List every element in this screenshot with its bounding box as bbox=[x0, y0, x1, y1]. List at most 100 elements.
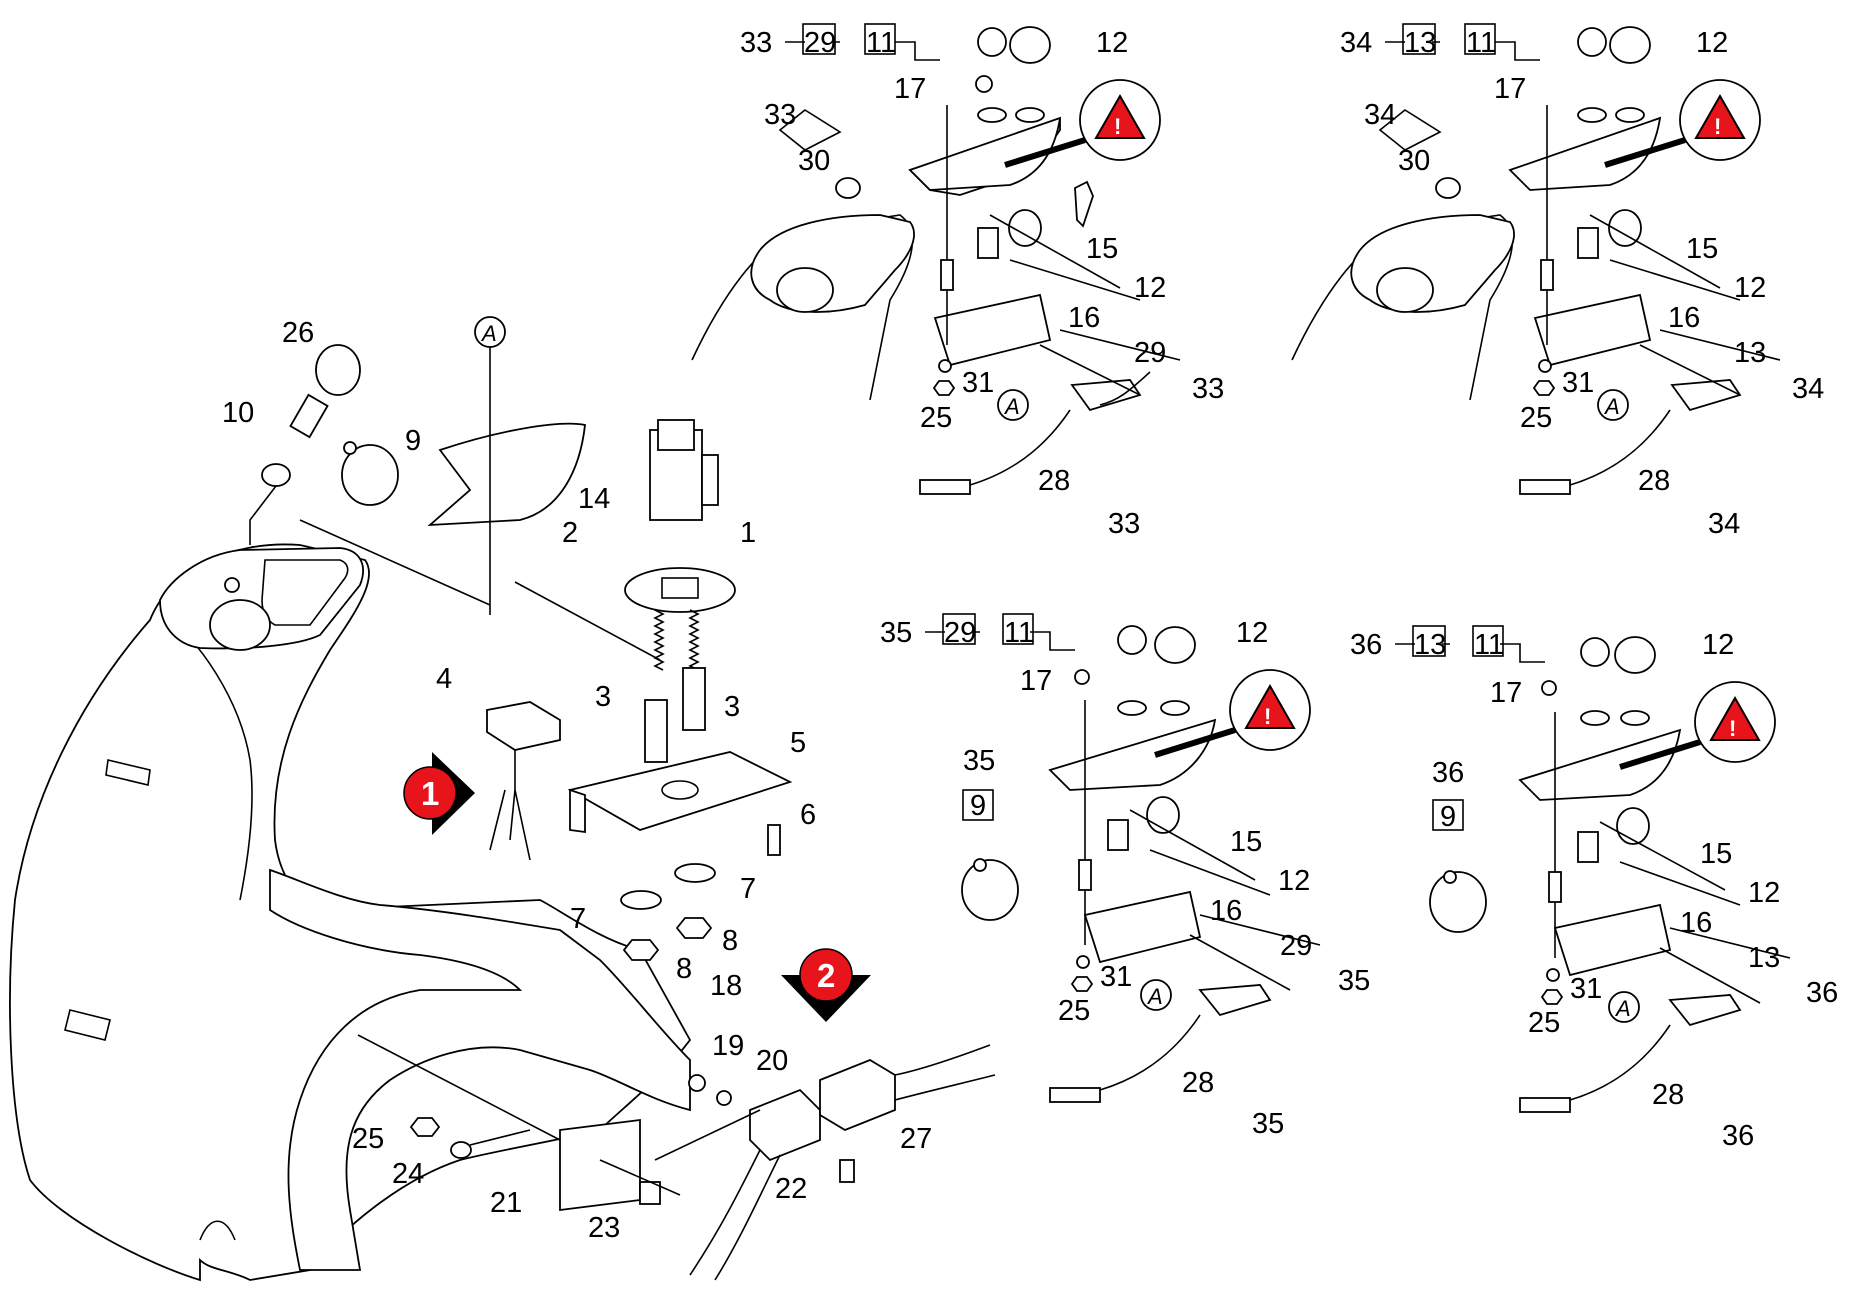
callout-3b: 3 bbox=[724, 691, 740, 723]
callout-2: 2 bbox=[562, 517, 578, 549]
svg-text:!: ! bbox=[1264, 704, 1271, 729]
label-35-29: 29 bbox=[1280, 930, 1312, 962]
label-35-25: 25 bbox=[1058, 995, 1090, 1027]
label-33-16: 16 bbox=[1068, 302, 1100, 334]
callout-21: 21 bbox=[490, 1187, 522, 1219]
label-33-31: 31 bbox=[962, 367, 994, 399]
dash-round-socket bbox=[209, 599, 271, 651]
washer-24 bbox=[450, 1141, 472, 1159]
chain-34-0: 34 bbox=[1340, 27, 1372, 59]
dash-small-hole bbox=[224, 577, 240, 593]
label-35-12b: 12 bbox=[1278, 865, 1310, 897]
label-36-25: 25 bbox=[1528, 1007, 1560, 1039]
washer-20 bbox=[716, 1090, 732, 1106]
callout-9: 9 bbox=[405, 425, 421, 457]
bracket-21 bbox=[559, 1118, 641, 1212]
leader-10-down bbox=[249, 485, 277, 545]
label-33-29: 29 bbox=[1134, 337, 1166, 369]
chain-36-1: 13 bbox=[1414, 629, 1446, 661]
nut-8a bbox=[622, 939, 660, 961]
label-35-12a: 12 bbox=[1236, 617, 1268, 649]
numbered-badge-icon bbox=[799, 948, 853, 1002]
label-35-17: 17 bbox=[1020, 665, 1052, 697]
switch-4-cable bbox=[509, 750, 516, 841]
bracket-5 bbox=[567, 751, 793, 831]
label-36-13: 13 bbox=[1748, 942, 1780, 974]
nut-19 bbox=[688, 1074, 706, 1092]
connector-27 bbox=[819, 1058, 896, 1132]
label-36-12b: 12 bbox=[1748, 877, 1780, 909]
callout-23: 23 bbox=[588, 1212, 620, 1244]
callout-20: 20 bbox=[756, 1045, 788, 1077]
spacer-3a bbox=[644, 699, 668, 763]
label-36-15: 15 bbox=[1700, 838, 1732, 870]
badge-2: 2 bbox=[781, 948, 871, 1022]
callout-8a: 8 bbox=[676, 953, 692, 985]
label-36-16: 16 bbox=[1680, 907, 1712, 939]
switch-1-top bbox=[657, 419, 695, 451]
callout-19: 19 bbox=[712, 1030, 744, 1062]
chain-36-0: 36 bbox=[1350, 629, 1382, 661]
switch-10 bbox=[289, 393, 329, 439]
label-36-36: 36 bbox=[1432, 757, 1464, 789]
callout-7b: 7 bbox=[740, 873, 756, 905]
chain-35-1: 29 bbox=[944, 617, 976, 649]
chain-33-2: 11 bbox=[866, 27, 896, 59]
label-34-30: 30 bbox=[1398, 145, 1430, 177]
warning-triangle-icon bbox=[1244, 683, 1296, 729]
cable-22 bbox=[689, 1149, 781, 1281]
detail-36: ! 36 13 11 12 17 36 9 15 12 16 13 36 31 … bbox=[1350, 625, 1838, 1152]
detail-33: ! 33 29 11 12 17 33 30 15 12 16 29 33 31… bbox=[691, 23, 1224, 540]
svg-text:!: ! bbox=[1714, 114, 1721, 139]
assembly-leaders bbox=[357, 1034, 761, 1196]
leader-plate-housing bbox=[299, 519, 491, 606]
label-33-15: 15 bbox=[1086, 233, 1118, 265]
badge-1: 1 bbox=[403, 752, 475, 835]
badge-1-number: 1 bbox=[421, 775, 439, 812]
label-33-33b: 33 bbox=[1192, 373, 1224, 405]
warning-triangle-icon bbox=[1709, 695, 1761, 741]
mount-2-window bbox=[661, 577, 699, 599]
label-36-17: 17 bbox=[1490, 677, 1522, 709]
nut-8b bbox=[675, 917, 713, 939]
label-36-31: 31 bbox=[1570, 973, 1602, 1005]
callout-18: 18 bbox=[710, 970, 742, 1002]
label-36-36b: 36 bbox=[1806, 977, 1838, 1009]
callout-27: 27 bbox=[900, 1123, 932, 1155]
label-33-28: 28 bbox=[1038, 465, 1070, 497]
leader-spring bbox=[514, 581, 661, 661]
label-34-17: 17 bbox=[1494, 73, 1526, 105]
numbered-badge-icon bbox=[403, 766, 457, 820]
detail-34: ! 34 13 11 12 17 34 30 15 12 16 13 34 31… bbox=[1291, 23, 1824, 540]
label-34-31: 31 bbox=[1562, 367, 1594, 399]
main-assembly: 26 10 9 A 14 1 2 4 3 3 5 6 7 7 8 8 18 19… bbox=[9, 316, 996, 1282]
callout-22: 22 bbox=[775, 1173, 807, 1205]
callout-3a: 3 bbox=[595, 681, 611, 713]
label-36-36c: 36 bbox=[1722, 1120, 1754, 1152]
cable-27 bbox=[894, 1044, 996, 1101]
label-36-28: 28 bbox=[1652, 1079, 1684, 1111]
chain-33-0: 33 bbox=[740, 27, 772, 59]
housing-notch bbox=[64, 1009, 111, 1041]
callout-10: 10 bbox=[222, 397, 254, 429]
label-34-28: 28 bbox=[1638, 465, 1670, 497]
callout-14: 14 bbox=[578, 483, 610, 515]
switch-1-side bbox=[701, 454, 719, 506]
label-36-12a: 12 bbox=[1702, 629, 1734, 661]
chain-35-0: 35 bbox=[880, 617, 912, 649]
warning-triangle-icon bbox=[1694, 93, 1746, 139]
label-35-15: 15 bbox=[1230, 826, 1262, 858]
label-34-25: 25 bbox=[1520, 402, 1552, 434]
label-34-15: 15 bbox=[1686, 233, 1718, 265]
switch-4-wires bbox=[489, 789, 531, 861]
label-34-12a: 12 bbox=[1696, 27, 1728, 59]
label-33-A: A bbox=[1003, 394, 1020, 419]
housing-bottom-notch bbox=[199, 1220, 236, 1241]
callout-1: 1 bbox=[740, 517, 756, 549]
callout-8b: 8 bbox=[722, 925, 738, 957]
bracket-5-flange bbox=[569, 788, 586, 834]
buzzer-9 bbox=[341, 444, 399, 506]
screw-6 bbox=[767, 824, 781, 856]
label-35-28: 28 bbox=[1182, 1067, 1214, 1099]
callout-7a: 7 bbox=[570, 903, 586, 935]
